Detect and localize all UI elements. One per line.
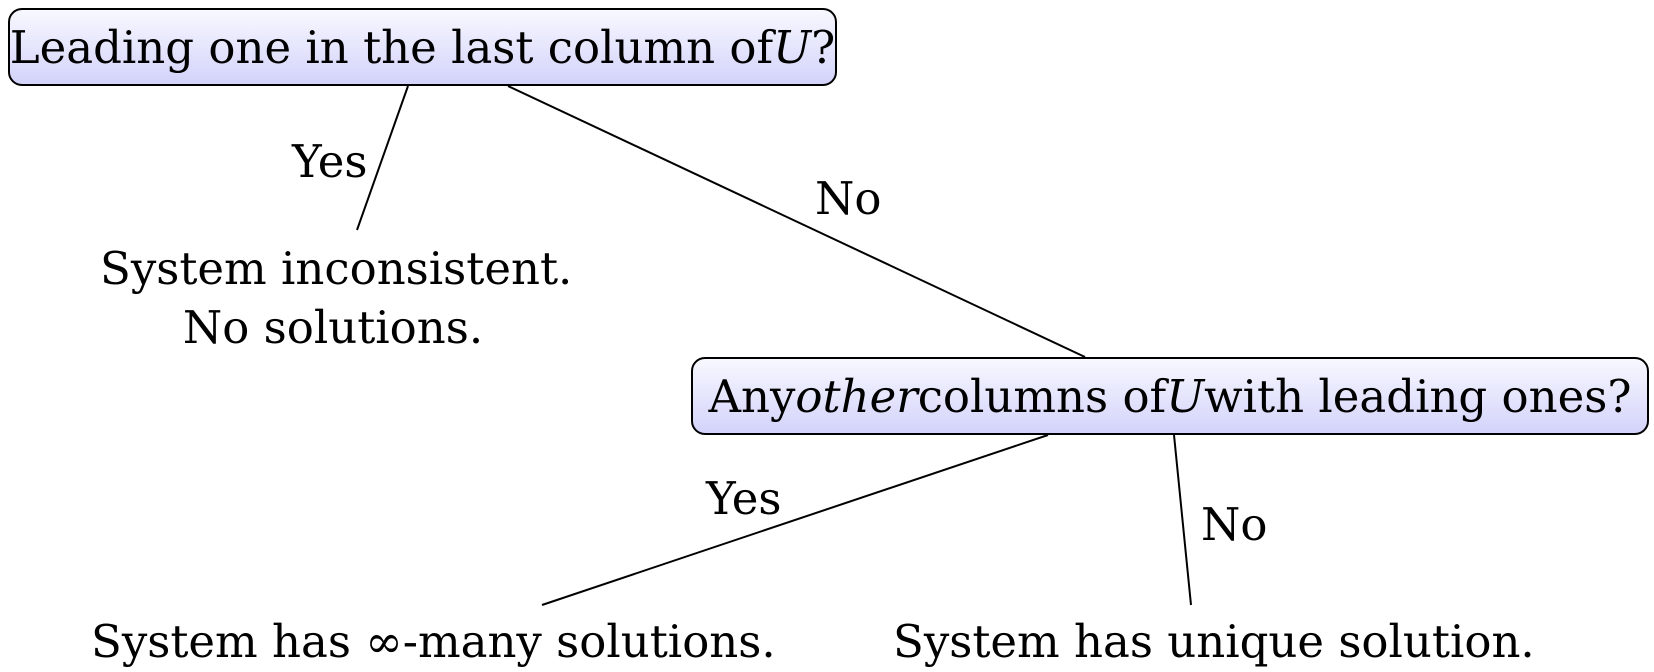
edge-yes-1 [356,85,409,231]
decision-2-text-start: Any [708,369,796,423]
outcome-infinite-solutions: System has ∞-many solutions. [91,613,776,672]
edge-yes-2 [541,434,1049,606]
decision-2-text-end: with leading ones? [1204,369,1632,423]
edge-label-yes-2: Yes [706,472,782,525]
infinity-symbol: ∞ [365,615,403,668]
edge-no-1 [507,85,1086,358]
edge-label-yes-1: Yes [292,135,368,188]
decision-node-other-columns: Any other columns of U with leading ones… [691,357,1649,435]
decision-node-last-column: Leading one in the last column of U? [8,8,837,86]
decision-2-text-middle: columns of [917,369,1167,423]
outcome-unique-solution: System has unique solution. [893,615,1535,668]
outcome-inconsistent-line-2: No solutions. [182,300,484,354]
decision-2-emphasis: other [795,369,918,423]
outcome-infinite-before: System has [91,615,366,668]
decision-1-text-before: Leading one in the last column of [9,20,774,74]
edge-label-no-1: No [815,172,882,225]
outcome-inconsistent-line-1: System inconsistent. [100,242,573,295]
edge-label-no-2: No [1201,498,1268,551]
outcome-infinite-after: -many solutions. [402,615,776,668]
decision-2-variable: U [1166,369,1205,423]
edge-no-2 [1173,434,1192,606]
decision-1-variable: U [773,20,812,74]
outcome-inconsistent: System inconsistent. No solutions. [100,240,573,357]
decision-1-text-after: ? [811,20,836,74]
